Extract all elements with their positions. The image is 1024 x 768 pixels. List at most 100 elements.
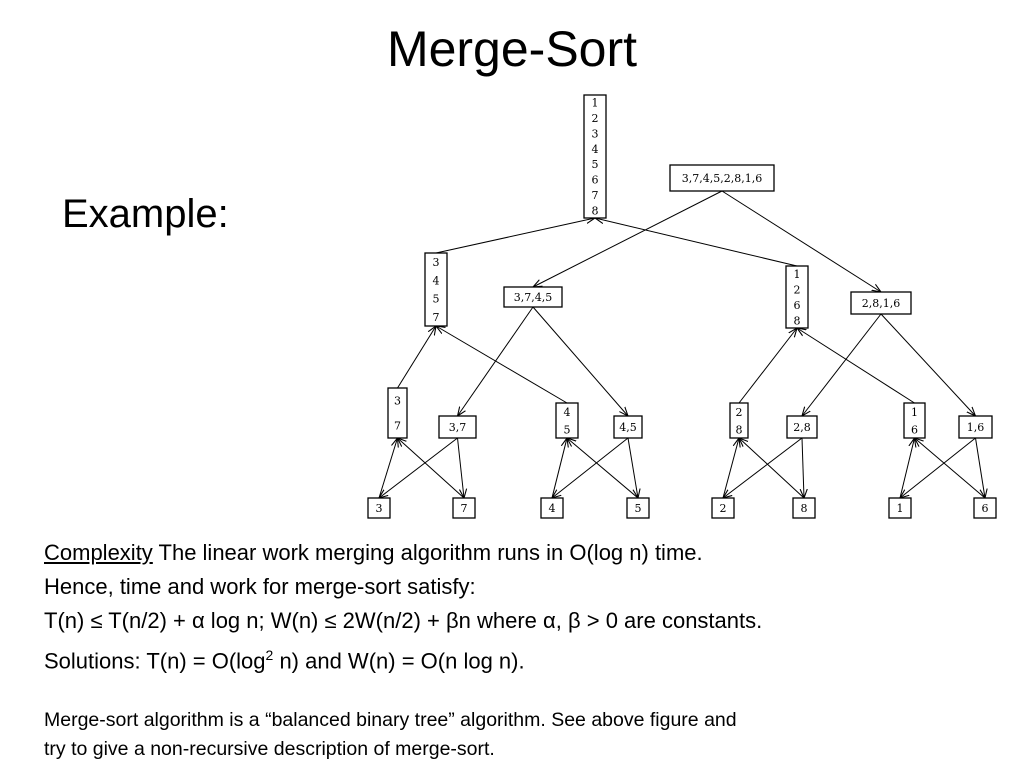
tree-node-l2-b-sorted: 45 (555, 402, 579, 439)
svg-text:5: 5 (433, 293, 440, 306)
complexity-text: Complexity The linear work merging algor… (44, 536, 1004, 678)
complexity-line-2: Hence, time and work for merge-sort sati… (44, 574, 476, 599)
svg-text:3: 3 (394, 395, 401, 408)
tree-edge-l1-left-input-to-l2-a-input (458, 306, 534, 416)
complexity-line-4: Solutions: T(n) = O(log2 n) and W(n) = O… (44, 638, 1004, 678)
note-line-1: Merge-sort algorithm is a “balanced bina… (44, 709, 737, 731)
svg-text:3,7,4,5: 3,7,4,5 (514, 291, 552, 304)
complexity-line-3: T(n) ≤ T(n/2) + α log n; W(n) ≤ 2W(n/2) … (44, 608, 763, 633)
log-exponent: 2 (265, 647, 274, 663)
tree-edge-l2-c-sorted-to-l1-right-sorted (738, 328, 797, 404)
svg-text:4: 4 (433, 274, 440, 287)
tree-edge-l2-d-input-to-leaf-6 (975, 437, 986, 498)
tree-node-l2-d-input: 1,6 (958, 415, 993, 439)
svg-text:3: 3 (592, 127, 599, 140)
tree-node-l1-right-input: 2,8,1,6 (850, 291, 912, 315)
svg-text:8: 8 (736, 423, 743, 436)
tree-edge-leaf-2-to-l2-c-sorted (722, 438, 739, 499)
svg-text:8: 8 (592, 204, 599, 217)
svg-text:1: 1 (911, 406, 918, 419)
tree-node-l2-b-input: 4,5 (613, 415, 643, 439)
tree-edge-l2-c-input-to-leaf-8 (802, 437, 804, 498)
svg-text:6: 6 (911, 423, 918, 436)
tree-node-l2-c-sorted: 28 (729, 402, 749, 439)
tree-edge-input-to-l1-right-input (721, 190, 881, 292)
example-heading: Example: (62, 192, 229, 236)
tree-edge-l2-d-sorted-to-l1-right-sorted (797, 328, 915, 404)
tree-edge-l2-b-input-to-leaf-4 (552, 437, 629, 498)
tree-node-l2-c-input: 2,8 (786, 415, 818, 439)
svg-text:2,8: 2,8 (793, 421, 811, 434)
svg-text:7: 7 (592, 189, 599, 202)
tree-edge-l1-right-sorted-to-root (595, 218, 798, 267)
svg-text:2: 2 (720, 502, 727, 515)
solutions-part-a: Solutions: T(n) = O(log (44, 648, 266, 674)
tree-node-leaf-5: 5 (626, 497, 650, 519)
tree-node-leaf-7: 7 (452, 497, 476, 519)
svg-text:6: 6 (982, 502, 989, 515)
merge-sort-tree-diagram: 123456783,7,4,5,2,8,1,634573,7,4,512682,… (367, 94, 997, 519)
complexity-line-1-rest: The linear work merging algorithm runs i… (152, 540, 703, 565)
tree-node-input: 3,7,4,5,2,8,1,6 (669, 164, 775, 192)
tree-node-leaf-4: 4 (540, 497, 564, 519)
tree-node-leaf-2: 2 (711, 497, 735, 519)
svg-text:8: 8 (801, 502, 808, 515)
svg-text:1: 1 (897, 502, 904, 515)
tree-edge-l2-d-input-to-leaf-1 (900, 437, 976, 498)
svg-text:2: 2 (794, 283, 801, 296)
tree-edge-l1-right-input-to-l2-d-input (880, 313, 976, 416)
tree-edge-leaf-4-to-l2-b-sorted (551, 438, 567, 499)
tree-node-leaf-6: 6 (973, 497, 997, 519)
svg-text:7: 7 (433, 311, 440, 324)
complexity-line-1: Complexity The linear work merging algor… (44, 536, 1004, 570)
tree-node-l1-left-sorted: 3 4 5 7 (424, 252, 448, 327)
svg-text:3: 3 (433, 256, 440, 269)
svg-text:5: 5 (635, 502, 642, 515)
tree-edge-leaf-8-to-l2-c-sorted (739, 438, 805, 499)
svg-text:1: 1 (592, 97, 599, 110)
svg-text:4: 4 (592, 143, 599, 156)
tree-edge-leaf-1-to-l2-d-sorted (899, 438, 915, 499)
tree-node-l2-a-input: 3,7 (438, 415, 477, 439)
tree-edge-leaf-5-to-l2-b-sorted (567, 438, 639, 499)
tree-edge-l2-a-input-to-leaf-7 (457, 437, 465, 498)
svg-text:2: 2 (592, 112, 599, 125)
note-line-2: try to give a non-recursive description … (44, 738, 495, 760)
tree-node-root: 1 2 3 4 5 6 7 8 (583, 94, 607, 219)
svg-text:1,6: 1,6 (967, 421, 985, 434)
svg-text:5: 5 (564, 423, 571, 436)
tree-edge-l1-left-input-to-l2-b-input (532, 306, 628, 416)
tree-edge-l2-b-sorted-to-l1-left-sorted (436, 326, 568, 404)
complexity-label: Complexity (44, 540, 153, 565)
tree-edge-l2-c-input-to-leaf-2 (723, 437, 803, 498)
svg-text:3: 3 (376, 502, 383, 515)
svg-text:7: 7 (461, 502, 468, 515)
svg-text:4: 4 (564, 406, 571, 419)
svg-text:2: 2 (736, 406, 743, 419)
tree-node-l1-left-input: 3,7,4,5 (503, 286, 563, 308)
tree-edge-l2-b-input-to-leaf-5 (627, 437, 638, 498)
tree-node-leaf-3: 3 (367, 497, 391, 519)
svg-text:8: 8 (794, 314, 801, 327)
svg-text:3,7: 3,7 (449, 421, 467, 434)
note-text: Merge-sort algorithm is a “balanced bina… (44, 706, 1004, 764)
tree-node-l2-a-sorted: 37 (387, 387, 408, 439)
svg-text:4: 4 (549, 502, 556, 515)
svg-text:5: 5 (592, 158, 599, 171)
tree-node-l2-d-sorted: 16 (903, 402, 926, 439)
svg-text:3,7,4,5,2,8,1,6: 3,7,4,5,2,8,1,6 (682, 172, 762, 185)
svg-text:7: 7 (394, 420, 401, 433)
tree-node-leaf-1: 1 (888, 497, 912, 519)
svg-text:4,5: 4,5 (619, 421, 637, 434)
svg-text:2,8,1,6: 2,8,1,6 (862, 297, 900, 310)
tree-edge-l1-left-sorted-to-root (435, 218, 595, 254)
svg-text:6: 6 (592, 174, 599, 187)
tree-edge-l1-right-input-to-l2-c-input (802, 313, 882, 416)
tree-node-leaf-8: 8 (792, 497, 816, 519)
tree-edge-leaf-3-to-l2-a-sorted (378, 438, 398, 499)
svg-text:1: 1 (794, 268, 801, 281)
page-title: Merge-Sort (386, 21, 638, 77)
tree-edge-input-to-l1-left-input (533, 190, 723, 287)
tree-edge-leaf-7-to-l2-a-sorted (398, 438, 465, 499)
